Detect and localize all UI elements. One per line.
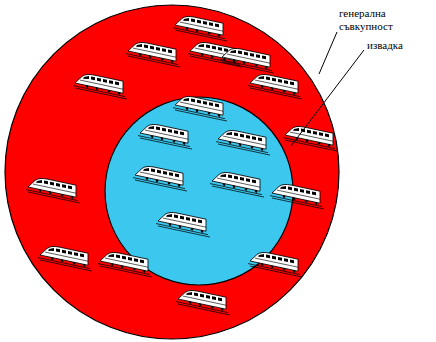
- leader-line: [319, 32, 337, 74]
- train-icon: [176, 287, 230, 315]
- train-icon: [216, 127, 270, 155]
- train-icon: [38, 243, 92, 271]
- train-icon: [210, 169, 264, 197]
- train-icon: [126, 39, 180, 67]
- train-icon: [248, 249, 302, 277]
- train-icon: [156, 209, 210, 237]
- callout-label: извадка: [367, 39, 427, 52]
- train-icon: [220, 45, 274, 73]
- leader-line: [291, 50, 364, 146]
- train-icon: [248, 71, 302, 99]
- train-icon: [26, 175, 80, 203]
- train-icon: [73, 71, 127, 99]
- circle-shape: [5, 5, 339, 339]
- train-icon: [138, 121, 192, 149]
- train-icon: [173, 13, 227, 41]
- train-icon: [283, 123, 337, 151]
- train-icon: [173, 93, 227, 121]
- train-icon: [133, 163, 187, 191]
- train-icon: [98, 249, 152, 277]
- callout-label: генерална съвкупност: [339, 7, 411, 33]
- train-icon: [270, 181, 324, 209]
